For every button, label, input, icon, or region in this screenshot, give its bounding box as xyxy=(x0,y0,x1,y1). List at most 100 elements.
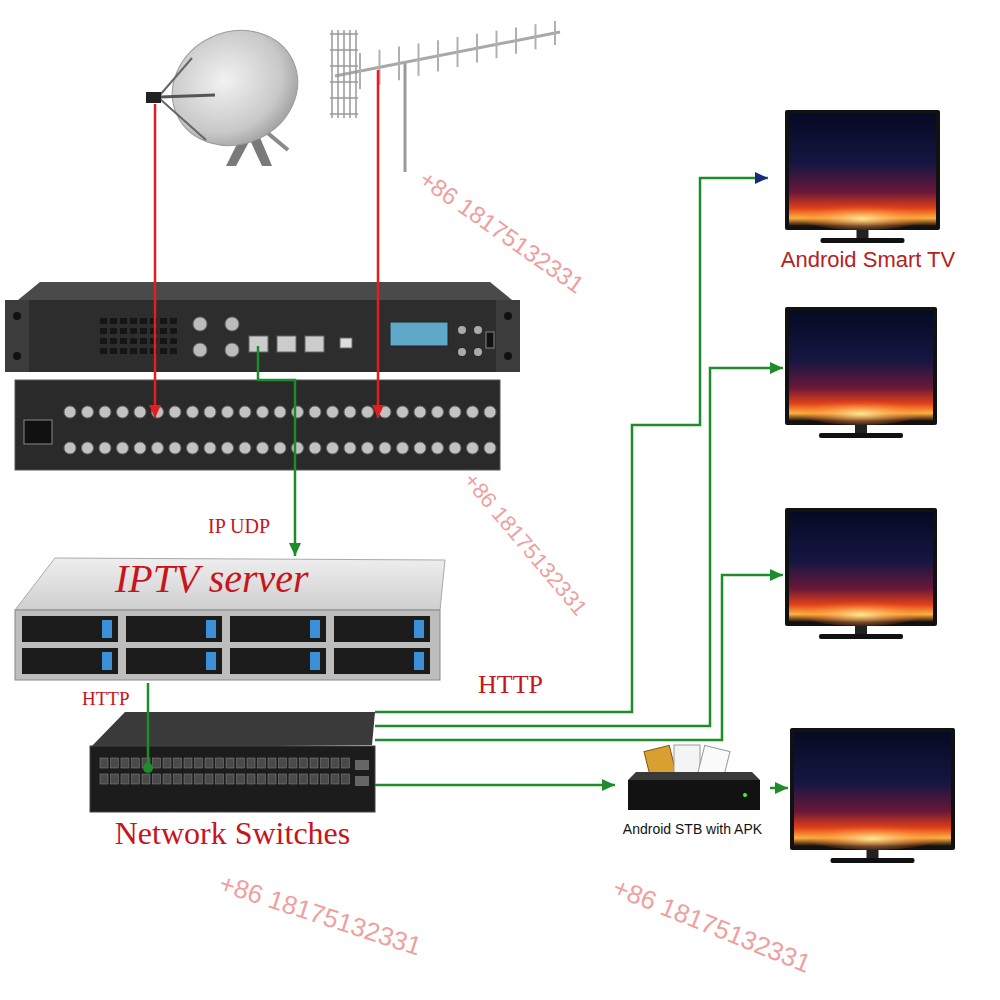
switch-body-part xyxy=(205,774,213,784)
modulator-rear-part xyxy=(414,442,426,454)
modulator-rear-part xyxy=(64,442,76,454)
modulator-front-part xyxy=(18,282,512,300)
watermark: +86 18175132331 xyxy=(608,872,815,980)
tv-set-part xyxy=(819,634,903,639)
modulator-front-part xyxy=(110,338,117,344)
modulator-rear-part xyxy=(152,406,164,418)
signal-wires-part xyxy=(377,70,380,418)
modulator-rear-part xyxy=(397,406,409,418)
modulator-rear-part xyxy=(239,406,251,418)
set-top-box-part xyxy=(628,780,760,810)
switch-body-part xyxy=(289,758,297,768)
server-chassis-part xyxy=(310,652,320,670)
switch-body-part xyxy=(142,774,150,784)
switch-body-part xyxy=(258,758,266,768)
modulator-front-part xyxy=(110,328,117,334)
modulator-front-part xyxy=(140,328,147,334)
edge-label: HTTP xyxy=(82,688,130,710)
satellite-dish-part xyxy=(146,92,161,103)
signal-label: IP UDP xyxy=(208,515,270,538)
watermark: +86 18175132331 xyxy=(414,165,589,299)
modulator-rear-part xyxy=(292,442,304,454)
switch-body-part xyxy=(132,774,140,784)
switch-body-part xyxy=(174,758,182,768)
modulator-rear-part xyxy=(327,406,339,418)
smart-tv: Android Smart TV xyxy=(768,105,968,278)
yagi-antenna-part xyxy=(355,30,357,118)
switch-body-part xyxy=(90,746,375,812)
modulator-rear-part xyxy=(467,406,479,418)
switch-body-part xyxy=(174,774,182,784)
modulator-rear-part xyxy=(344,442,356,454)
tv-set-part xyxy=(785,307,937,425)
network-switch: Network Switches xyxy=(90,705,375,853)
switch-body-part xyxy=(342,774,350,784)
modulator-front-part xyxy=(140,318,147,324)
tv-set-part xyxy=(797,397,925,425)
modulator-front-part xyxy=(130,348,137,354)
switch-body-part xyxy=(205,758,213,768)
set-top-box xyxy=(628,745,760,810)
server-chassis-part xyxy=(22,616,118,642)
tv-set-part xyxy=(855,425,867,434)
modulator-front-part xyxy=(458,348,466,356)
tv-set-part xyxy=(790,728,955,850)
server-chassis-part xyxy=(102,652,112,670)
satellite-dish-part xyxy=(160,99,206,140)
modulator-front-part xyxy=(160,348,167,354)
modulator-front-part xyxy=(120,338,127,344)
switch-body-part xyxy=(331,758,339,768)
modulator-rear-part xyxy=(82,406,94,418)
modulator-rear-part xyxy=(134,442,146,454)
modulator-front-part xyxy=(193,317,207,331)
switch-body-part xyxy=(100,774,108,784)
modulator-rear-part xyxy=(204,442,216,454)
server-chassis-part xyxy=(414,652,424,670)
yagi-antenna-part xyxy=(515,27,517,53)
switch-body-part xyxy=(153,758,161,768)
modulator-rear-part xyxy=(292,406,304,418)
server-chassis-part xyxy=(22,648,118,674)
yagi-antenna-part xyxy=(476,34,478,63)
modulator-rear-part xyxy=(257,442,269,454)
modulator-front-part xyxy=(277,336,296,352)
yagi-antenna-part xyxy=(554,21,556,45)
modulator-rear-part xyxy=(222,442,234,454)
modulator-front-part xyxy=(225,317,239,331)
modulator-front-part xyxy=(225,343,239,357)
switch-body-part xyxy=(163,774,171,784)
modulator-front-part xyxy=(170,328,177,334)
yagi-antenna-part xyxy=(349,30,351,118)
switch-body-part xyxy=(268,758,276,768)
modulator-rear-part xyxy=(309,406,321,418)
switch-body-part xyxy=(300,758,308,768)
modulator-rear-part xyxy=(379,406,391,418)
set-top-box-part xyxy=(628,772,760,780)
modulator-front-part xyxy=(340,338,352,348)
modulator-front-part xyxy=(130,318,137,324)
connector xyxy=(375,178,768,712)
node-title: Network Switches xyxy=(115,815,351,852)
modulator-front-part xyxy=(170,338,177,344)
modulator-rear-part xyxy=(187,442,199,454)
yagi-antenna-part xyxy=(496,31,498,59)
tv-set-part xyxy=(831,858,915,863)
modulator-rear-part xyxy=(117,442,129,454)
modulator-front-part xyxy=(13,352,21,360)
satellite-dish-part xyxy=(153,10,316,166)
switch-body-part xyxy=(121,758,129,768)
connector xyxy=(147,683,150,705)
yagi-antenna-part xyxy=(330,97,358,99)
satellite-dish-part xyxy=(160,58,192,95)
modulator-front-part xyxy=(474,348,482,356)
yagi-antenna-part xyxy=(398,47,400,81)
switch-body-part xyxy=(90,712,375,748)
switch-body-part xyxy=(237,758,245,768)
modulator-front-part xyxy=(504,312,512,320)
switch-body-part xyxy=(195,758,203,768)
modulator-rear-part xyxy=(414,406,426,418)
modulator-rear-part xyxy=(274,406,286,418)
server-chassis-part xyxy=(310,620,320,638)
signal-wires-part xyxy=(143,763,153,773)
tv-set-part xyxy=(785,110,940,230)
